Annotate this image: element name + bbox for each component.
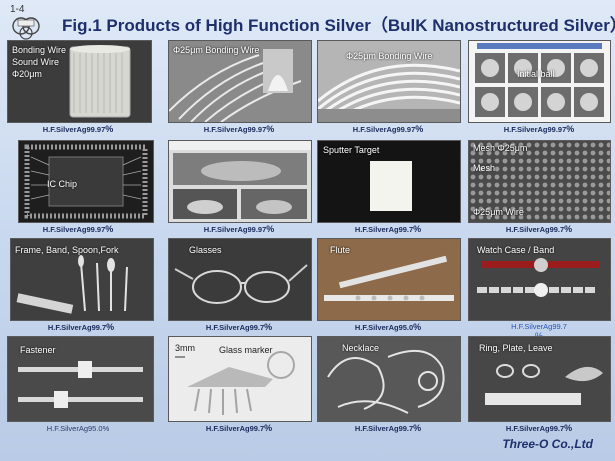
watch-image [469,239,610,320]
tile-caption: H.F.SilverAg99.97% [203,124,275,134]
tile-label: Flute [330,245,351,255]
logo-rings-icon [12,17,40,40]
tile-ic-chip: IC Chip [18,140,154,223]
tile-bonding-cross-section [168,140,312,223]
tile-label: Φ25μm Wire [473,207,524,217]
tile-label: Necklace [342,343,380,353]
tile-label: Bonding Wire [12,45,67,55]
tile-necklace: Necklace [317,336,461,422]
tile-label: Glasses [189,245,222,255]
tile-label: Fastener [20,345,56,355]
tile-glasses: Glasses [168,238,312,321]
tile-caption: H.F.SilverAg99.7% [354,224,422,234]
tile-caption: H.F.SilverAg99.97% [352,124,424,134]
tile-caption: H.F.SilverAg99.7% [47,322,115,332]
tile-label: Φ25μm Bonding Wire [346,51,433,61]
sputter-target-image [318,141,460,222]
tile-caption: H.F.SilverAg99.7% [354,423,422,433]
tile-cutlery: Frame, Band, Spoon,Fork [10,238,154,321]
tile-caption: H.F.SilverAg95.0% [354,322,422,332]
cutlery-image [11,239,153,320]
tile-label: Glass marker [219,345,273,355]
bonding-wire-spool-image [8,41,151,122]
tile-label: Φ25μm Bonding Wire [173,45,260,55]
tile-caption: H.F.SilverAg99.7% [505,224,573,234]
slide-number: 1-4 [10,4,25,15]
tile-bonding-wire-sem-1: Φ25μm Bonding Wire [168,40,312,123]
tile-initial-ball: Initial ball [468,40,611,123]
ic-chip-image [19,141,153,222]
tile-bonding-wire-spool: Bonding Wire Sound Wire Φ20μm [7,40,152,123]
fastener-image [8,337,153,421]
tile-flute: Flute [317,238,461,321]
tile-fastener: Fastener [7,336,154,422]
tile-caption: H.F.SilverAg99.7% [205,322,273,332]
flute-image [318,239,460,320]
tile-mesh: Mesh Φ25μm Mesh Φ25μm Wire [468,140,611,223]
tile-caption: H.F.SilverAg99.7% [205,423,273,433]
tile-sputter-target: Sputter Target [317,140,461,223]
tile-label: Sputter Target [323,145,380,155]
bonding-wire-arch-image [318,41,460,122]
mesh-image [469,141,610,222]
necklace-image [318,337,460,421]
tile-caption: H.F.SilverAg95.0% [46,424,110,433]
tile-label: Initial ball [517,69,555,79]
page-title: Fig.1 Products of High Function Silver（B… [62,16,615,35]
tile-label: 3mm [175,343,195,353]
tile-caption: H.F.SilverAg99.97% [203,224,275,234]
tile-label: Ring, Plate, Leave [479,343,553,353]
company-name: Three-O Co.,Ltd [502,437,593,451]
tile-label: Mesh Φ25μm [473,143,528,153]
bonding-wire-sem-image [169,41,311,122]
tile-label: Sound Wire [12,57,60,67]
tile-caption: H.F.SilverAg99.97% [42,124,114,134]
company-logo: 1-4 [8,4,44,40]
tile-watch: Watch Case / Band [468,238,611,321]
tile-caption: H.F.SilverAg99.7% [505,423,573,433]
tile-label: Mesh [473,163,496,173]
tile-caption: H.F.SilverAg99.97% [42,224,114,234]
tile-label: IC Chip [47,179,78,189]
tile-bonding-wire-sem-2: Φ25μm Bonding Wire [317,40,461,123]
glass-marker-image [169,337,311,421]
tile-caption: H.F.SilverAg99.97% [503,124,575,134]
tile-ring-plate-leave: Ring, Plate, Leave [468,336,611,422]
tile-label: Watch Case / Band [477,245,555,255]
bonding-cross-section-image [169,141,311,222]
tile-label: Φ20μm [12,69,42,79]
ring-plate-leaf-image [469,337,610,421]
glasses-image [169,239,311,320]
initial-ball-sem-grid-image [469,41,610,122]
tile-label: Frame, Band, Spoon,Fork [15,245,119,255]
tile-glass-marker: 3mm Glass marker [168,336,312,422]
